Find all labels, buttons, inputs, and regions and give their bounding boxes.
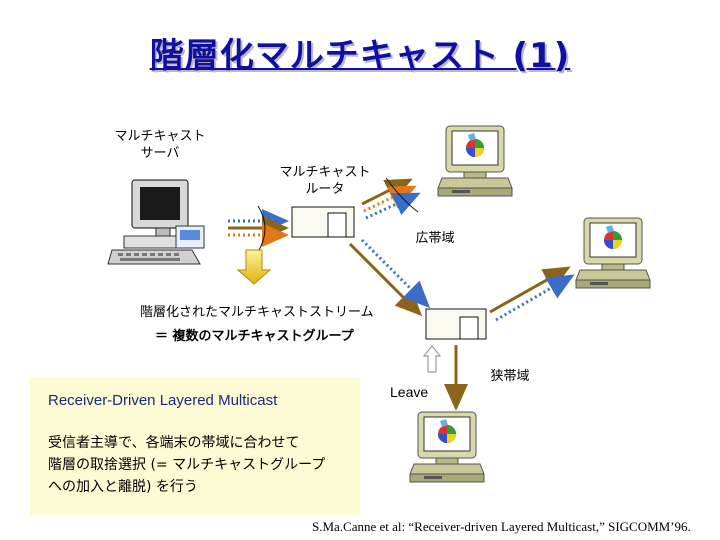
router-label: マルチキャストルータ	[265, 164, 385, 198]
server-label: マルチキャストサーバ	[100, 128, 220, 162]
panel-body: 受信者主導で、各端末の帯域に合わせて 階層の取捨選択 (= マルチキャストグルー…	[48, 432, 325, 498]
router-2-icon	[426, 309, 486, 339]
layered-stream-into-router	[228, 206, 286, 252]
router-1-icon	[292, 207, 354, 237]
leave-arrow-icon	[424, 346, 440, 372]
receiver-right-icon	[576, 218, 650, 288]
narrowband-label: 狭帯域	[480, 368, 540, 385]
panel-heading: Receiver-Driven Layered Multicast	[48, 392, 277, 409]
stream-caption-groups: ＝ 複数のマルチキャストグループ	[155, 328, 354, 345]
wideband-label: 広帯域	[405, 230, 465, 247]
down-arrow-icon	[238, 250, 270, 284]
leave-label: Leave	[390, 384, 428, 400]
stream-to-router-2	[350, 240, 428, 314]
receiver-top-icon	[438, 126, 512, 196]
stream-caption: 階層化されたマルチキャストストリーム	[140, 304, 374, 321]
receiver-bottom-icon	[410, 412, 484, 482]
citation: S.Ma.Canne et al: “Receiver-driven Layer…	[312, 519, 691, 535]
stream-to-right-receiver	[490, 268, 572, 320]
server-computer-icon	[108, 180, 204, 264]
